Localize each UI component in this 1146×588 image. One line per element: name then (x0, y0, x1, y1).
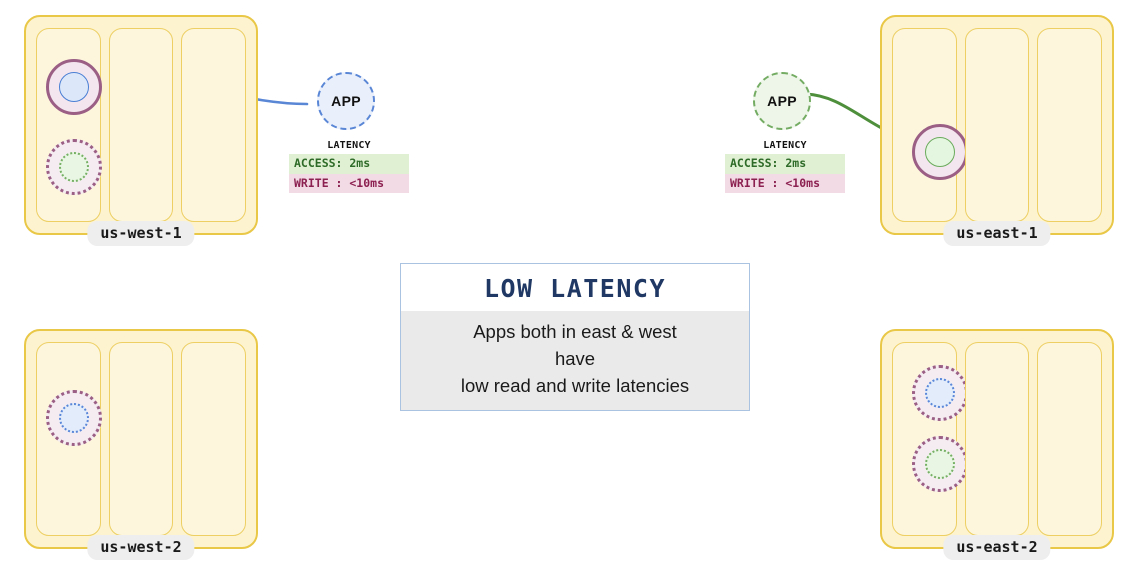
availability-zone (1037, 342, 1103, 536)
region-us-east-2[interactable]: us-east-2 (880, 329, 1114, 560)
latency-title: LATENCY (327, 140, 371, 151)
availability-zone (892, 342, 968, 536)
availability-zone (181, 28, 247, 222)
latency-title: LATENCY (763, 140, 807, 151)
callout-body: Apps both in east & west have low read a… (401, 311, 749, 410)
latency-write-row: WRITE : <10ms (725, 173, 845, 194)
region-us-east-1[interactable]: us-east-1 (880, 15, 1114, 246)
availability-zone (964, 28, 1030, 222)
callout-heading: LOW LATENCY (401, 264, 749, 311)
callout-low-latency: LOW LATENCY Apps both in east & west hav… (400, 263, 750, 411)
availability-zone (964, 342, 1030, 536)
db-node-replica-blue[interactable] (46, 390, 102, 446)
app-node-east[interactable]: APP (753, 72, 811, 130)
db-node-inner (925, 137, 955, 167)
app-node-west[interactable]: APP (317, 72, 375, 130)
db-node-replica-blue[interactable] (912, 365, 968, 421)
region-us-west-1[interactable]: us-west-1 (24, 15, 258, 246)
availability-zone (36, 342, 102, 536)
region-label-us-east-1: us-east-1 (943, 221, 1051, 246)
db-node-primary-blue[interactable] (46, 59, 102, 115)
latency-block-west: LATENCY ACCESS: 2ms WRITE : <10ms (289, 140, 409, 194)
availability-zone (181, 342, 247, 536)
availability-zone (36, 28, 102, 222)
db-node-inner (59, 403, 89, 433)
db-node-primary-green[interactable] (912, 124, 968, 180)
latency-access-row: ACCESS: 2ms (725, 154, 845, 174)
availability-zone (1037, 28, 1103, 222)
region-label-us-west-1: us-west-1 (87, 221, 195, 246)
availability-zone (108, 28, 174, 222)
availability-zone (892, 28, 968, 222)
callout-line-1: Apps both in east & west (473, 321, 677, 342)
latency-access-row: ACCESS: 2ms (289, 154, 409, 174)
region-label-us-east-2: us-east-2 (943, 535, 1051, 560)
db-node-inner (925, 378, 955, 408)
callout-line-3: low read and write latencies (460, 374, 690, 396)
region-us-west-2[interactable]: us-west-2 (24, 329, 258, 560)
db-node-replica-green[interactable] (912, 436, 968, 492)
latency-block-east: LATENCY ACCESS: 2ms WRITE : <10ms (725, 140, 845, 194)
callout-line-2: have (554, 347, 596, 369)
db-node-inner (59, 152, 89, 182)
db-node-inner (925, 449, 955, 479)
availability-zone (108, 342, 174, 536)
db-node-inner (59, 72, 89, 102)
region-label-us-west-2: us-west-2 (87, 535, 195, 560)
db-node-replica-green[interactable] (46, 139, 102, 195)
latency-write-row: WRITE : <10ms (289, 173, 409, 194)
